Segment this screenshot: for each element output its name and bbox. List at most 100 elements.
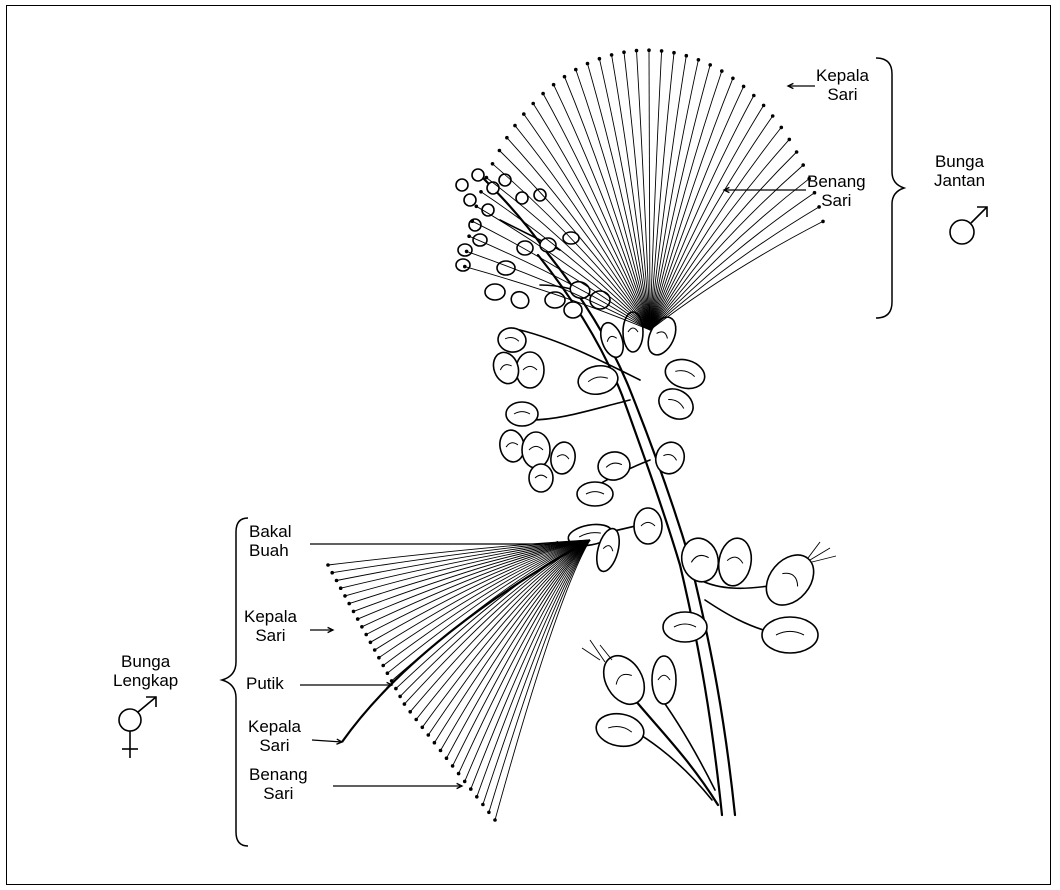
filament-line	[441, 540, 591, 751]
bud-shape	[489, 349, 522, 387]
brace-perfect	[222, 518, 248, 846]
bud-shape	[534, 189, 546, 201]
anther-dot	[498, 149, 502, 153]
anther-dot	[394, 687, 398, 691]
anther-dot	[635, 49, 639, 53]
label-bunga-jantan: Bunga Jantan	[934, 152, 985, 190]
filament-line	[524, 114, 650, 330]
bud-shape	[595, 648, 652, 711]
anther-dot	[467, 234, 471, 238]
anther-dot	[697, 58, 701, 62]
bud-shape	[508, 289, 532, 312]
anther-dot	[386, 671, 390, 675]
anther-dot	[801, 163, 805, 167]
bud-shape	[652, 656, 676, 704]
label-putik: Putik	[246, 674, 284, 693]
anther-dot	[685, 54, 689, 58]
label-line: Sari	[807, 191, 866, 210]
anther-dot	[493, 818, 497, 822]
anther-dot	[463, 780, 467, 784]
anther-dot	[475, 205, 479, 209]
anther-dot	[339, 586, 343, 590]
filament-line	[650, 127, 781, 330]
bud-shape	[653, 383, 698, 425]
male-stamen-fan	[463, 48, 825, 330]
flower-buds	[456, 169, 823, 750]
label-line: Sari	[249, 784, 308, 803]
anther-dot	[720, 69, 724, 73]
anther-dot	[326, 563, 330, 567]
bud-shape	[564, 302, 582, 318]
anther-dot	[465, 250, 469, 254]
anther-dot	[421, 726, 425, 730]
bud-shape	[529, 464, 553, 492]
anther-dot	[487, 811, 491, 815]
bud-shape	[651, 438, 688, 478]
anther-dot	[377, 656, 381, 660]
brace-male	[876, 58, 904, 318]
label-line: Benang	[249, 765, 308, 784]
anther-dot	[427, 733, 431, 737]
label-line: Bunga	[113, 652, 178, 671]
anther-dot	[471, 219, 475, 223]
anther-dot	[463, 265, 467, 269]
bud-shape	[548, 440, 577, 476]
label-kepala-sari-male: Kepala Sari	[816, 66, 869, 104]
label-kepala-sari-upper: Kepala Sari	[244, 607, 297, 645]
anther-dot	[795, 150, 799, 154]
label-line: Sari	[816, 85, 869, 104]
anther-dot	[788, 138, 792, 142]
filament-line	[650, 96, 754, 331]
bud-shape	[458, 244, 472, 256]
anther-dot	[660, 49, 664, 53]
anther-dot	[445, 756, 449, 760]
anther-dot	[398, 695, 402, 699]
anther-dot	[552, 83, 556, 87]
filament-line	[650, 193, 815, 330]
anther-dot	[780, 126, 784, 130]
bud-shape	[472, 169, 484, 181]
label-benang-sari-perfect: Benang Sari	[249, 765, 308, 803]
bud-shape	[576, 363, 620, 398]
stem-line	[635, 700, 718, 805]
bud-shape	[634, 508, 662, 544]
anther-dot	[586, 62, 590, 66]
anther-dot	[330, 571, 334, 575]
bud-shape	[487, 182, 499, 194]
anther-dot	[414, 718, 418, 722]
anther-dot	[531, 102, 535, 106]
anther-dot	[622, 50, 626, 54]
label-line: Kepala	[248, 717, 301, 736]
bud-shape	[757, 546, 824, 615]
anther-dot	[356, 617, 360, 621]
filament-line	[582, 648, 600, 660]
anther-dot	[469, 787, 473, 791]
filament-line	[650, 179, 809, 330]
anther-dot	[610, 53, 614, 57]
anther-dot	[373, 648, 377, 652]
anther-dot	[343, 594, 347, 598]
anther-dot	[563, 75, 567, 79]
label-line: Jantan	[934, 171, 985, 190]
anther-dot	[475, 795, 479, 799]
anther-dot	[491, 162, 495, 166]
mars-symbol-icon	[944, 202, 994, 248]
bud-shape	[594, 710, 647, 750]
anther-dot	[352, 610, 356, 614]
anther-dot	[408, 710, 412, 714]
bud-shape	[522, 432, 550, 468]
label-line: Sari	[248, 736, 301, 755]
filament-line	[650, 105, 764, 330]
bud-shape	[482, 204, 494, 216]
anther-dot	[513, 124, 517, 128]
filament-line	[650, 139, 789, 330]
anther-dot	[433, 741, 437, 745]
anther-dot	[731, 77, 735, 81]
anther-dot	[439, 749, 443, 753]
anther-dot	[762, 104, 766, 108]
anther-dot	[522, 112, 526, 116]
label-line: Bakal	[249, 522, 292, 541]
label-line: Sari	[244, 626, 297, 645]
filament-line	[649, 50, 650, 330]
branch-line	[530, 400, 630, 420]
